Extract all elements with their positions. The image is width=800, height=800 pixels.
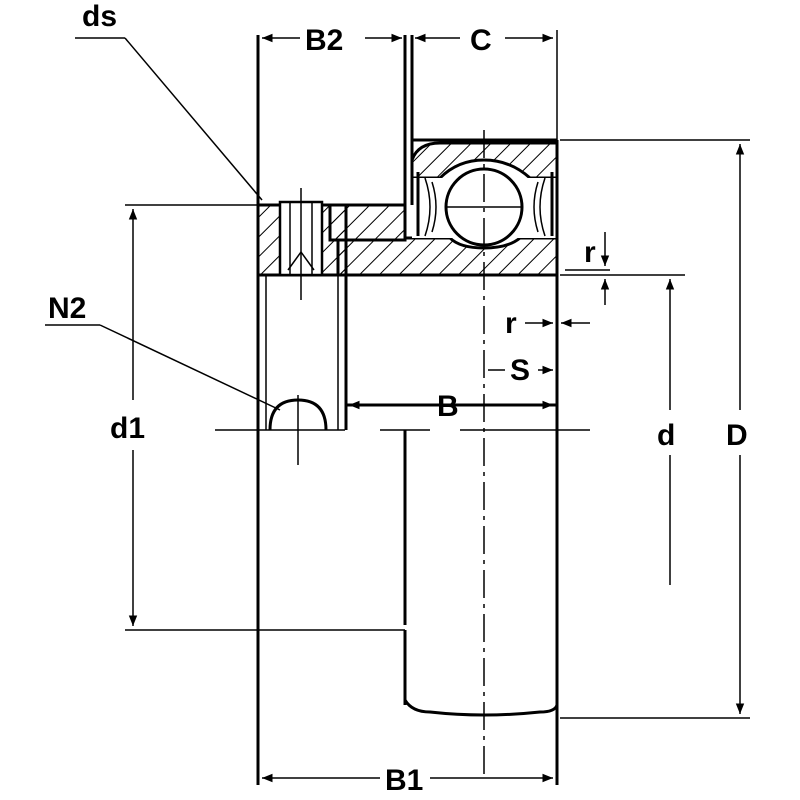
label-r-top: r (584, 236, 596, 269)
label-d1: d1 (110, 412, 145, 445)
label-b2: B2 (305, 24, 343, 57)
outlines (256, 35, 559, 785)
dimension-lines (45, 30, 750, 783)
label-ds: ds (82, 0, 117, 33)
center-lines (215, 130, 590, 780)
labels: ds B2 C N2 d1 B d D r r S B1 (48, 0, 748, 797)
label-b1: B1 (385, 764, 423, 797)
set-screw (278, 188, 324, 300)
outer-ring-section (410, 141, 559, 180)
label-n2: N2 (48, 292, 86, 325)
label-c: C (470, 24, 492, 57)
inner-step-section (328, 203, 407, 242)
label-D-outer: D (726, 419, 748, 452)
label-r-side: r (505, 307, 517, 340)
inner-ring-section (336, 236, 559, 277)
label-d-bore: d (657, 419, 675, 452)
label-s: S (510, 354, 530, 387)
label-b: B (437, 390, 459, 423)
